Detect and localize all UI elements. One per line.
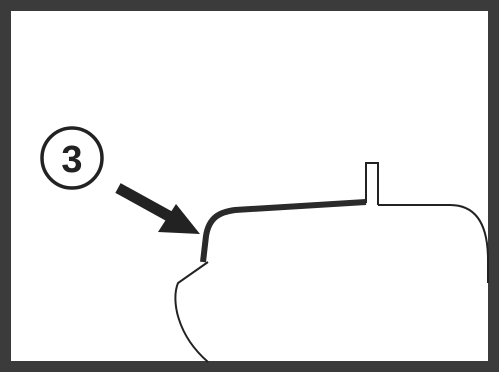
step-number-circle [40, 126, 104, 190]
spool-pin-outline [365, 162, 379, 205]
highlighted-top-edge [200, 199, 367, 263]
step-callout: 3 [40, 126, 104, 190]
machine-body-outline-right [378, 204, 489, 283]
step-number: 3 [61, 139, 82, 181]
machine-body-outline-left [174, 261, 209, 363]
pointer-arrow-icon [115, 183, 200, 234]
